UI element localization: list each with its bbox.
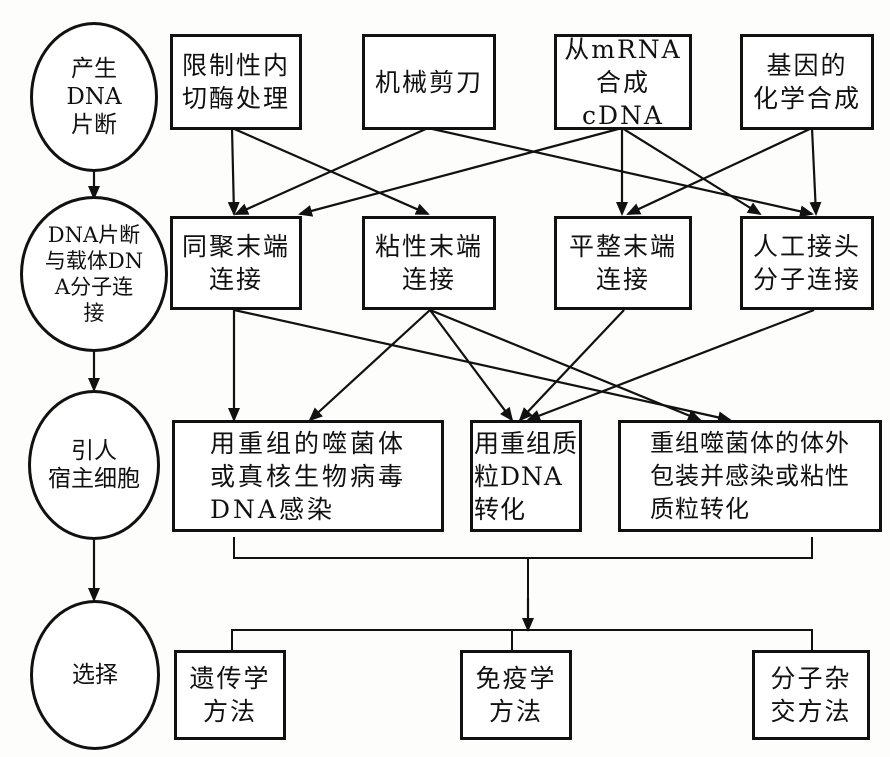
box-label: 同聚末端 连接 <box>181 232 290 294</box>
box-label: 重组噬菌体的体外 包装并感染或粘性 质粒转化 <box>650 428 850 523</box>
stage-label: 引人 宿主细胞 <box>48 438 140 492</box>
stage-produce-dna-fragment: 产生 DNA 片断 <box>30 22 158 172</box>
box-restriction-enzyme: 限制性内 切酶处理 <box>170 34 302 130</box>
box-label: 遗传学 方法 <box>189 664 271 726</box>
box-label: 从mRNA 合成cDNA <box>564 34 682 130</box>
arrow-r1b2-r2b1 <box>234 126 429 216</box>
arrow-r2b2-r3b3 <box>429 308 702 422</box>
box-hybridization-method: 分子杂 交方法 <box>752 650 870 740</box>
box-label: 用重组质 粒DNA 转化 <box>473 428 578 524</box>
stage-selection: 选择 <box>30 600 160 750</box>
box-label: 限制性内 切酶处理 <box>181 51 290 113</box>
box-label: 分子杂 交方法 <box>770 664 852 726</box>
arrow-r1b3-r2b1 <box>298 126 623 217</box>
stage-label: DNA片断 与载体DN A分子连 接 <box>44 223 144 325</box>
box-linker-ligation: 人工接头 分子连接 <box>740 216 874 310</box>
arrow-r2b2-r3b2 <box>429 309 514 422</box>
stage-label: 产生 DNA 片断 <box>66 56 122 138</box>
box-label: 用重组的噬菌体 或真核生物病毒 DNA感染 <box>209 428 406 524</box>
box-mechanical-shear: 机械剪刀 <box>362 34 496 130</box>
bracket-merge <box>233 537 813 559</box>
box-sticky-end-ligation: 粘性末端 连接 <box>362 216 496 310</box>
box-label: 平整末端 连接 <box>568 232 677 294</box>
box-chemical-synthesis: 基因的 化学合成 <box>740 34 874 130</box>
box-immunological-method: 免疫学 方法 <box>460 650 572 740</box>
arrow-r2b2-r3b1 <box>308 309 431 422</box>
arrow-r2b1-r3b3 <box>233 308 732 424</box>
box-plasmid-transformation: 用重组质 粒DNA 转化 <box>470 420 582 532</box>
box-genetic-method: 遗传学 方法 <box>174 650 286 740</box>
bracket-split <box>231 629 813 650</box>
box-label: 粘性末端 连接 <box>374 232 483 294</box>
arrow-r1b1-r2b1 <box>227 127 240 216</box>
arrow-r1b4-r2b4 <box>809 127 822 216</box>
arrow-r1b4-r2b3 <box>626 127 813 215</box>
box-cdna-synthesis: 从mRNA 合成cDNA <box>554 34 692 130</box>
stage-label: 选择 <box>72 662 118 688</box>
box-in-vitro-packaging: 重组噬菌体的体外 包装并感染或粘性 质粒转化 <box>618 420 882 532</box>
box-phage-virus-infection: 用重组的噬菌体 或真核生物病毒 DNA感染 <box>172 420 444 532</box>
box-label: 免疫学 方法 <box>475 664 557 726</box>
arrow-r2b3-r3b2 <box>518 309 625 422</box>
arrow-r1b2-r2b4 <box>427 126 814 218</box>
box-label: 机械剪刀 <box>374 67 483 97</box>
box-homopolymer-ligation: 同聚末端 连接 <box>170 216 302 310</box>
stage-ligation: DNA片断 与载体DN A分子连 接 <box>20 196 168 352</box>
box-label: 基因的 化学合成 <box>752 51 861 113</box>
box-label: 人工接头 分子连接 <box>752 232 861 294</box>
box-blunt-end-ligation: 平整末端 连接 <box>554 216 692 310</box>
arrow-r2b4-r3b2 <box>526 308 815 422</box>
arrow-r1b3-r2b4 <box>621 127 762 216</box>
stage-introduce-host: 引人 宿主细胞 <box>28 390 160 540</box>
